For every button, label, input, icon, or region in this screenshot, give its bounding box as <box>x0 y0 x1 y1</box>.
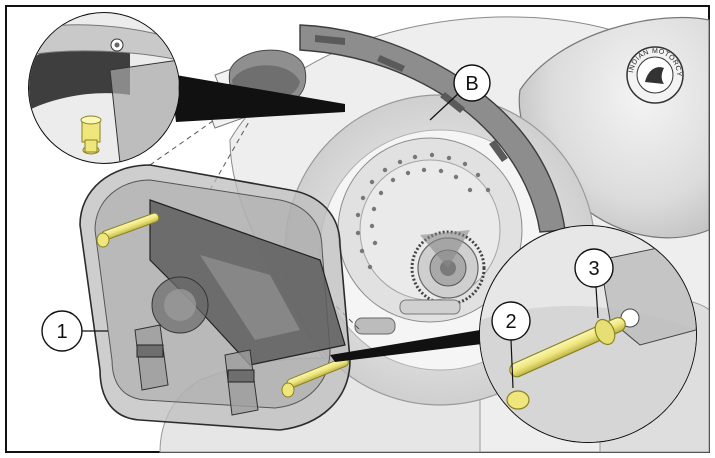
callout-b: B <box>429 64 491 121</box>
detail-pin <box>506 317 626 410</box>
bag-pin-upper <box>96 212 160 248</box>
saddlebag <box>79 164 351 431</box>
callout-b-label: B <box>465 73 478 95</box>
callout-1: 1 <box>41 310 108 352</box>
bag-pin-lower <box>281 357 349 398</box>
callout-1-label: 1 <box>56 321 67 343</box>
callout-3: 3 <box>574 248 614 319</box>
callout-2-label: 2 <box>505 311 516 333</box>
zoom-detail-top <box>28 12 345 164</box>
callout-2: 2 <box>491 301 531 389</box>
callout-3-label: 3 <box>588 258 599 280</box>
